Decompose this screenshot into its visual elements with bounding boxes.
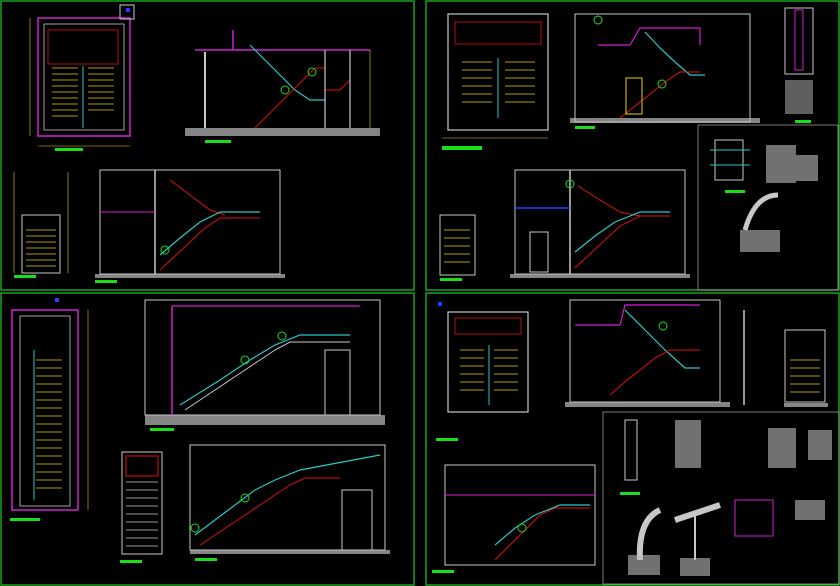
stair-section-large [95, 169, 285, 283]
stair-section-long-2 [189, 444, 390, 561]
panel-bottom-left-frame [0, 292, 415, 586]
panel-top-right-frame [425, 0, 840, 291]
stair-section-view-4 [432, 464, 596, 573]
stair-section-view-2 [570, 13, 760, 129]
stair-plan-view-2 [442, 13, 549, 150]
stair-section-long [144, 299, 385, 431]
panel-top-left [13, 4, 380, 283]
accent-markers [55, 8, 442, 306]
panel-bottom-left [10, 299, 390, 563]
stair-plan-view [29, 4, 135, 151]
stair-plan-long [10, 309, 89, 521]
stair-elevation-tall [120, 451, 163, 563]
stair-section-view-3 [565, 299, 745, 407]
panel-top-left-frame [0, 0, 415, 291]
panel-bottom-right [432, 299, 840, 585]
stair-elevation-small-2 [439, 214, 476, 281]
wall-detail [784, 7, 814, 123]
panel-top-right [439, 7, 839, 291]
tread-details [697, 124, 839, 291]
stair-section-large-2 [510, 169, 690, 278]
stair-elevation-small-3 [784, 329, 828, 407]
stair-plan-view-3 [436, 311, 529, 441]
railing-details [602, 411, 840, 585]
stair-elevation-small [13, 172, 69, 278]
stair-section-view [185, 30, 380, 143]
